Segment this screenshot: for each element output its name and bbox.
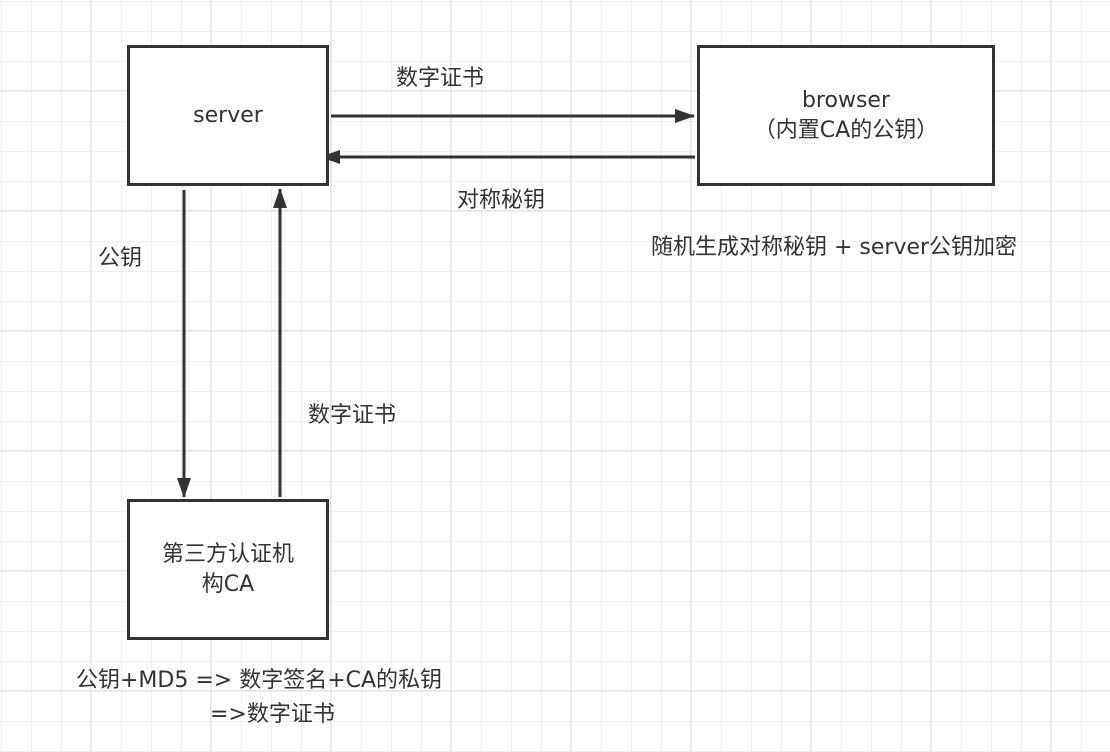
edge-label-server-to-browser: 数字证书 (396, 66, 485, 91)
edge-label-server-to-ca: 公钥 (98, 246, 143, 271)
note-ca-line2: =>数字证书 (210, 702, 335, 727)
edge-label-ca-to-server: 数字证书 (308, 403, 397, 428)
note-browser: 随机生成对称秘钥 + server公钥加密 (651, 235, 1018, 260)
node-browser-label: browser (801, 87, 890, 113)
node-ca-label-line2: 构CA (201, 571, 255, 597)
edge-label-browser-to-server: 对称秘钥 (457, 188, 546, 213)
node-ca-label-line1: 第三方认证机 (161, 541, 294, 567)
node-server[interactable]: server (127, 45, 329, 186)
note-ca-line1: 公钥+MD5 => 数字签名+CA的私钥 (76, 668, 443, 693)
node-server-label: server (193, 102, 263, 128)
node-browser[interactable]: browser （内置CA的公钥） (697, 45, 995, 186)
node-ca[interactable]: 第三方认证机 构CA (127, 499, 329, 640)
node-browser-sublabel: （内置CA的公钥） (753, 117, 939, 143)
